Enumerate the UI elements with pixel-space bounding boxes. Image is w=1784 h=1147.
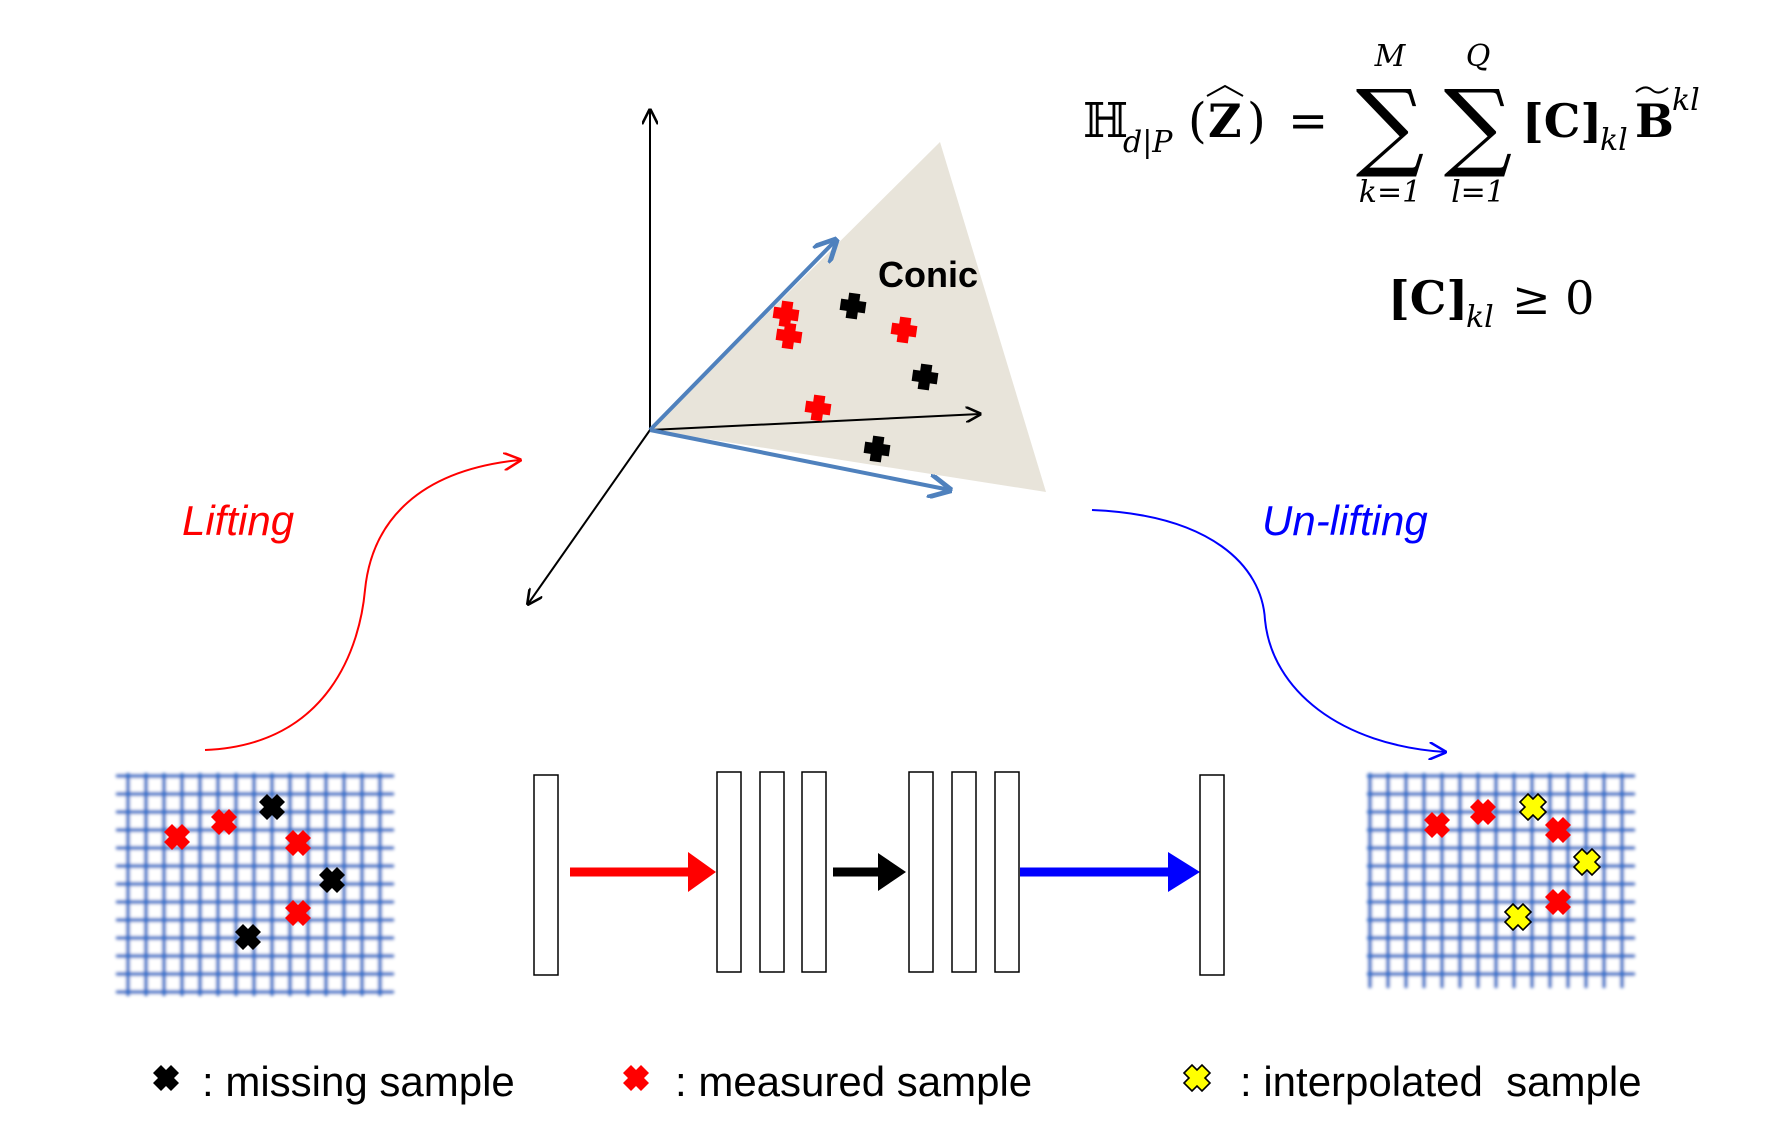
eq-equals: =: [1288, 93, 1328, 149]
lifting-arrow: Lifting: [182, 460, 520, 751]
unlifting-layer-arrowhead: [1168, 852, 1200, 892]
lifting-layer-arrowhead: [688, 852, 716, 892]
network: [533, 771, 1225, 976]
hidden-layer-block: [951, 771, 977, 973]
conic-space: Conic: [528, 110, 1046, 604]
constraint-relation: ≥ 0: [1512, 271, 1594, 325]
legend-measured-text: : measured sample: [675, 1058, 1032, 1105]
lifting-curve: [204, 460, 520, 751]
sum2-lower: l=1: [1451, 175, 1505, 210]
constraint-coefficient: [C]: [1388, 271, 1468, 325]
output-layer-block: [1199, 774, 1225, 976]
measured-marker-icon: [623, 1065, 649, 1091]
input-layer-block: [533, 774, 559, 976]
input-grid: [116, 773, 394, 996]
eq-basis-superscript: kl: [1672, 83, 1700, 118]
hidden-layer-block: [716, 771, 742, 973]
interpolated-sample: [1519, 793, 1547, 821]
hidden-layer-block: [759, 771, 785, 973]
hidden-layer-block: [994, 771, 1020, 973]
cone-vector-lower: [649, 428, 950, 490]
interpolated-sample: [1573, 848, 1601, 876]
legend: : missing sample : measured sample : int…: [153, 1058, 1642, 1105]
unlifting-curve: [1091, 509, 1445, 752]
hankel-equation: ℍ d|P ( Z ) = M ∑ k=1 Q ∑ l=1 [C] kl B k…: [1083, 39, 1700, 335]
eq-tilde-accent: [1635, 86, 1669, 94]
middle-layer-arrowhead: [878, 853, 906, 891]
output-image-grid: [1367, 773, 1635, 988]
legend-interpolated-text: : interpolated sample: [1240, 1058, 1642, 1105]
unlifting-arrow: Un-lifting: [1091, 497, 1445, 752]
lifting-label: Lifting: [182, 497, 294, 544]
eq-lhs-arg: Z: [1208, 94, 1242, 148]
eq-lhs-symbol: ℍ: [1083, 93, 1128, 149]
interpolated-sample: [1504, 903, 1532, 931]
interpolated-marker-icon: [1183, 1064, 1211, 1092]
sum1-sigma: ∑: [1356, 69, 1425, 181]
eq-coefficient: [C]: [1522, 94, 1602, 148]
eq-lhs-paren-open: (: [1188, 93, 1207, 149]
eq-basis: B: [1635, 94, 1674, 148]
cone-vector-upper: [648, 240, 836, 432]
hidden-layer-block: [908, 771, 934, 973]
sum2-upper: Q: [1466, 39, 1491, 74]
constraint-subscript: kl: [1466, 300, 1494, 335]
unlifting-label: Un-lifting: [1262, 497, 1428, 544]
sum1-upper: M: [1374, 39, 1407, 74]
output-grid: [1367, 773, 1635, 988]
eq-lhs-paren-close: ): [1247, 93, 1266, 149]
legend-missing-text: : missing sample: [202, 1058, 515, 1105]
axis-depth: [528, 429, 651, 604]
axis-horizontal: [649, 414, 980, 431]
eq-lhs-subscript: d|P: [1123, 125, 1173, 160]
hidden-layer-block: [801, 771, 827, 973]
eq-coefficient-subscript: kl: [1600, 123, 1628, 158]
input-image-grid: [116, 773, 394, 996]
conic-label: Conic: [878, 254, 978, 295]
sum1-lower: k=1: [1359, 175, 1421, 210]
missing-marker-icon: [153, 1065, 179, 1091]
sum2-sigma: ∑: [1444, 69, 1513, 181]
eq-hat-accent: [1206, 84, 1244, 97]
